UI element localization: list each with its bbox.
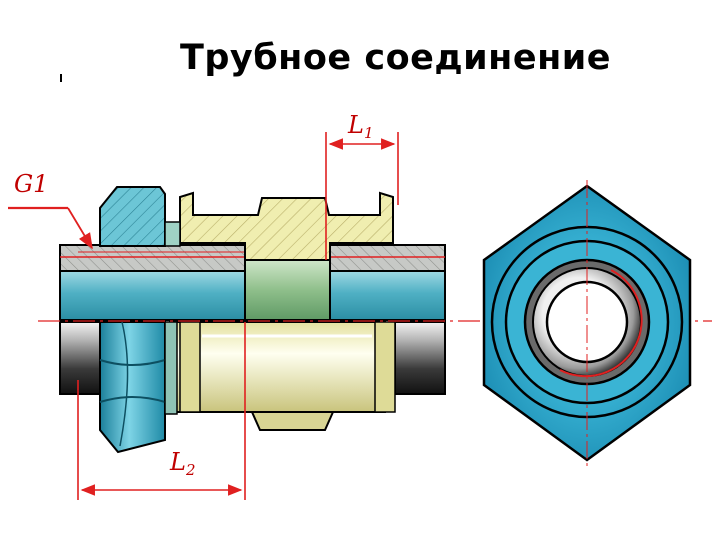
hex-nut-end-view [482, 180, 692, 470]
slide-marker [60, 74, 62, 82]
lock-nut-section [99, 186, 181, 247]
page-title: Трубное соединение [180, 38, 612, 78]
g1-leader [8, 206, 93, 250]
l1-label: L1 [347, 111, 373, 142]
coupling-exterior [169, 321, 396, 431]
coupling-section [179, 191, 394, 321]
dimension-l2 [77, 322, 246, 500]
g1-label: G1 [14, 170, 48, 198]
dimension-l1 [325, 132, 399, 260]
l2-label: L2 [169, 448, 195, 479]
lock-nut-exterior [99, 321, 178, 454]
